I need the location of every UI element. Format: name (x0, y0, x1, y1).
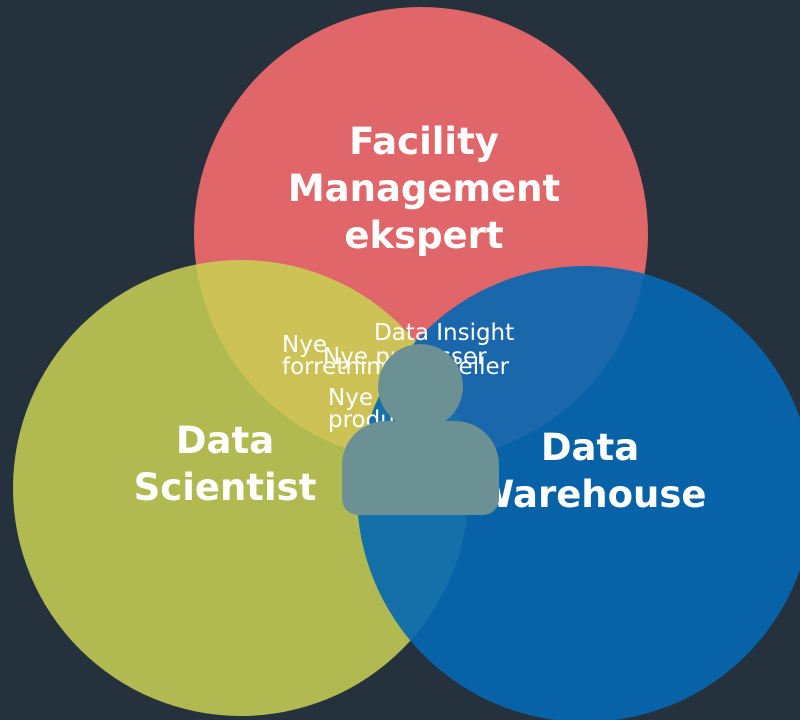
data-scientist-circle (13, 260, 469, 716)
person-body (342, 421, 499, 515)
data-warehouse-circle (357, 266, 800, 720)
facility-management-title: Facility Management ekspert (287, 120, 561, 257)
nye-forretningsmodeller-label: Nye forretningsmodeller (282, 332, 509, 379)
person-head (378, 344, 463, 429)
data-warehouse-title: Data Warehouse (473, 426, 707, 516)
data-scientist-title: Data Scientist (133, 419, 317, 509)
data-insight-label: Data Insight (374, 320, 515, 346)
